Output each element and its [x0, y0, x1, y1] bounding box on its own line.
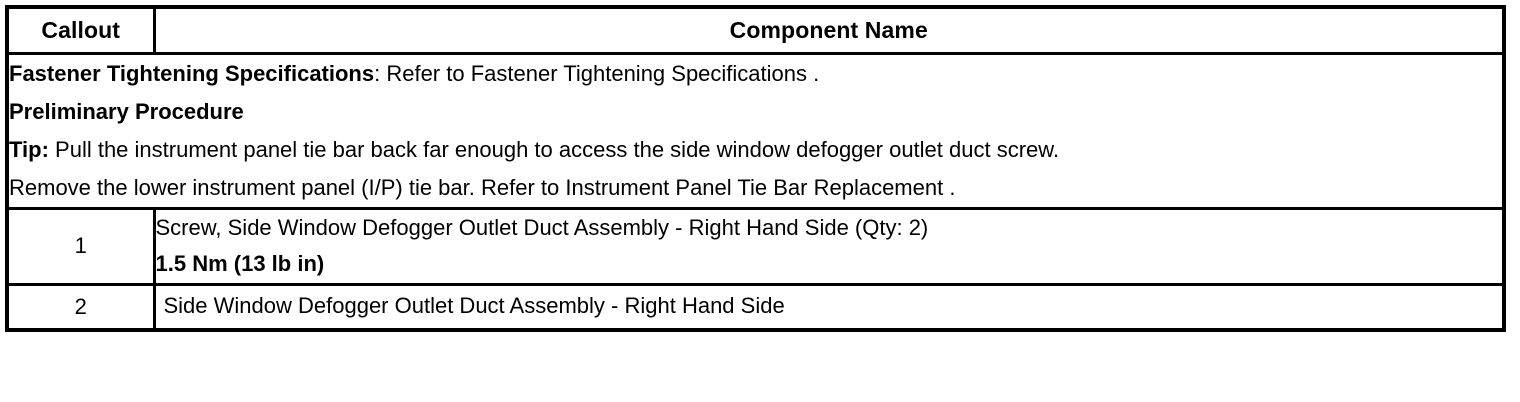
component-name-text-1: Screw, Side Window Defogger Outlet Duct … — [155, 214, 929, 240]
callout-number-1: 1 — [5, 206, 156, 286]
torque-spec-1: 1.5 Nm (13 lb in) — [155, 251, 325, 277]
component-name-cell-1: Screw, Side Window Defogger Outlet Duct … — [152, 206, 1506, 286]
note-tip-label: Tip: — [9, 136, 49, 162]
column-header-component-name: Component Name — [152, 5, 1506, 55]
notes-row: Fastener Tightening Specifications: Refe… — [5, 52, 1506, 210]
note-preliminary-procedure-label: Preliminary Procedure — [9, 98, 244, 124]
note-preliminary-procedure: Preliminary Procedure — [9, 93, 1502, 131]
table-body: Fastener Tightening Specifications: Refe… — [5, 52, 1506, 332]
column-header-callout-label: Callout — [41, 17, 121, 43]
table-row: 2 Side Window Defogger Outlet Duct Assem… — [5, 282, 1506, 332]
note-fastener-tightening-specifications: Fastener Tightening Specifications: Refe… — [9, 55, 1502, 93]
procedure-notes-cell: Fastener Tightening Specifications: Refe… — [5, 52, 1506, 210]
note-fastener-tightening-specifications-label: Fastener Tightening Specifications — [9, 61, 375, 86]
column-header-callout: Callout — [5, 5, 156, 55]
component-name-cell-2: Side Window Defogger Outlet Duct Assembl… — [152, 282, 1506, 332]
component-specification-table: Callout Component Name Fastener Tighteni… — [5, 5, 1506, 332]
table-row: 1 Screw, Side Window Defogger Outlet Duc… — [5, 206, 1506, 286]
header-row: Callout Component Name — [5, 5, 1506, 55]
table-header: Callout Component Name — [5, 5, 1506, 55]
component-name-text-2: Side Window Defogger Outlet Duct Assembl… — [163, 293, 785, 319]
callout-number-2: 2 — [5, 282, 156, 332]
note-tip-text: Pull the instrument panel tie bar back f… — [48, 136, 1060, 162]
note-tip: Tip: Pull the instrument panel tie bar b… — [9, 131, 1502, 169]
column-header-component-name-label: Component Name — [729, 17, 928, 43]
note-remove-tie-bar: Remove the lower instrument panel (I/P) … — [9, 169, 1502, 207]
note-remove-tie-bar-text: Remove the lower instrument panel (I/P) … — [9, 174, 956, 200]
note-fastener-tightening-specifications-text: : Refer to Fastener Tightening Specifica… — [374, 61, 820, 86]
